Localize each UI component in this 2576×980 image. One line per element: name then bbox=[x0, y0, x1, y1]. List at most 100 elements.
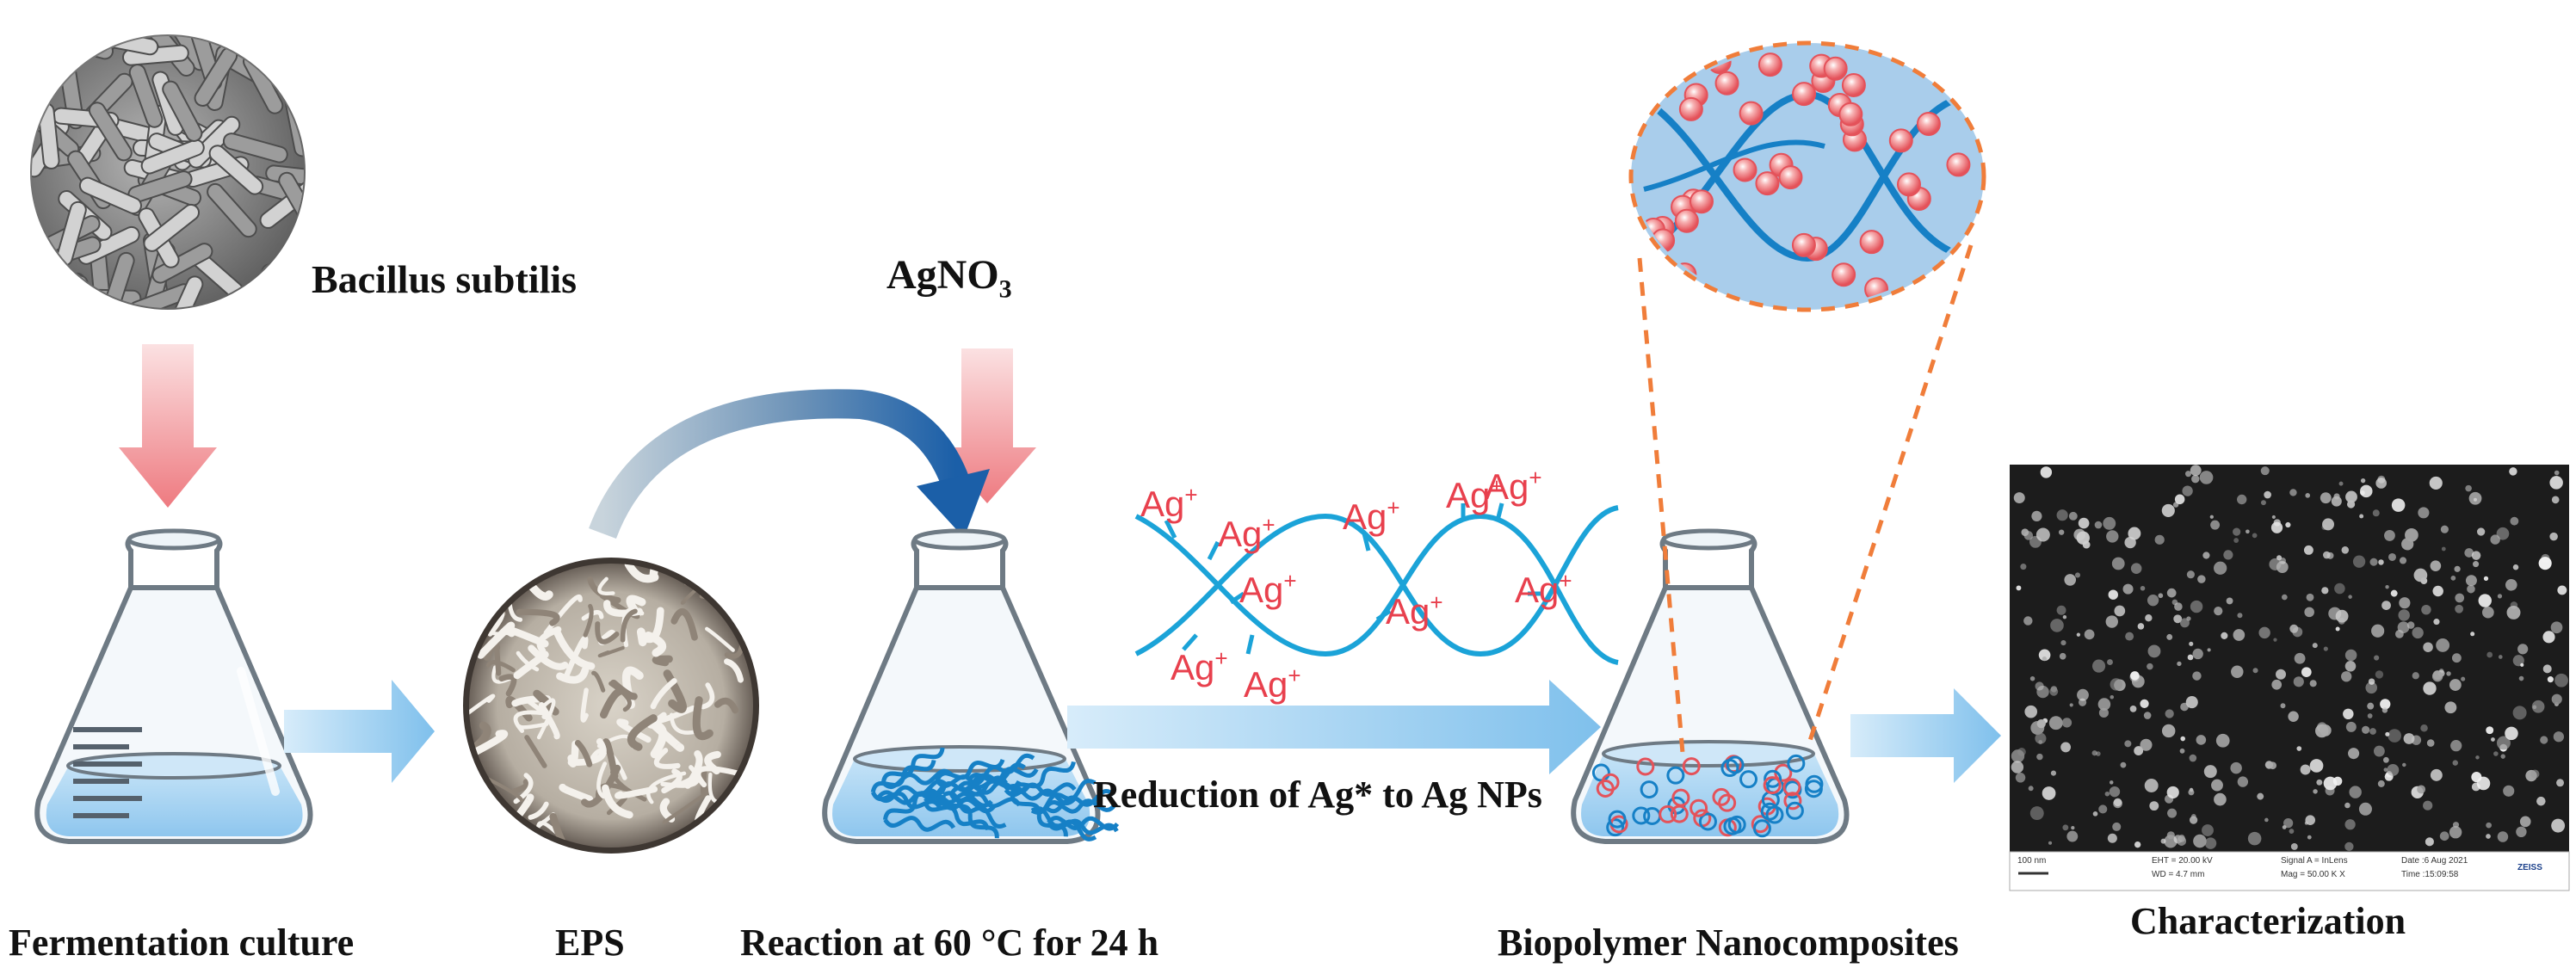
silver-nanoparticle bbox=[1791, 232, 1816, 257]
sem-particle bbox=[2420, 724, 2428, 732]
polymer-helix bbox=[1044, 798, 1117, 814]
eps-fiber bbox=[567, 737, 607, 767]
down-arrow-1 bbox=[119, 344, 217, 508]
eps-fiber bbox=[597, 645, 625, 658]
eps-fiber bbox=[469, 693, 496, 722]
eps-fiber bbox=[583, 603, 594, 638]
sem-particle bbox=[2050, 770, 2057, 776]
eps-fiber bbox=[512, 779, 530, 794]
sem-particle bbox=[2076, 531, 2090, 545]
sem-particle bbox=[2430, 560, 2442, 571]
flow-arrow-2 bbox=[1067, 680, 1601, 774]
sem-particle bbox=[2542, 664, 2552, 674]
sem-particle bbox=[2023, 531, 2034, 540]
eps-fiber bbox=[485, 777, 524, 802]
sem-particle bbox=[2365, 681, 2378, 694]
sem-particle bbox=[2373, 745, 2385, 757]
sem-particle bbox=[2498, 655, 2503, 659]
sem-particle bbox=[2397, 621, 2410, 634]
eps-fiber bbox=[726, 809, 753, 835]
silver-nanoparticle bbox=[1678, 96, 1703, 121]
agno3-main: AgNO bbox=[886, 252, 999, 298]
silver-nanoparticle bbox=[1674, 208, 1699, 233]
sem-particle bbox=[2273, 638, 2277, 642]
sem-particle bbox=[2137, 623, 2145, 630]
flask-nanoparticle bbox=[1682, 757, 1701, 776]
sem-particle bbox=[2106, 530, 2119, 543]
sem-particle bbox=[2114, 605, 2126, 617]
silver-nanoparticle bbox=[1956, 55, 1980, 80]
silver-nanoparticle bbox=[1838, 102, 1863, 126]
eps-fiber bbox=[514, 564, 530, 588]
eps-fiber bbox=[700, 767, 711, 797]
sem-particle bbox=[2214, 607, 2223, 616]
sem-particle bbox=[2172, 502, 2179, 508]
silver-nanoparticle bbox=[1935, 63, 1960, 88]
sem-particle bbox=[2271, 515, 2276, 520]
sem-particle bbox=[2491, 737, 2495, 742]
sem-particle bbox=[2029, 675, 2035, 681]
eps-fiber bbox=[670, 607, 698, 641]
sem-particle bbox=[2285, 521, 2291, 528]
sem-particle bbox=[2189, 641, 2194, 646]
sem-particle bbox=[2154, 534, 2165, 545]
sem-particle bbox=[2473, 561, 2480, 568]
eps-fiber bbox=[498, 674, 517, 697]
sem-particle bbox=[2556, 779, 2565, 787]
sem-particle bbox=[2108, 589, 2118, 600]
sem-particle bbox=[2097, 698, 2111, 711]
eps-fiber bbox=[493, 639, 502, 676]
sem-particle bbox=[2289, 624, 2299, 633]
sem-particle bbox=[2185, 696, 2198, 709]
sem-particle bbox=[2104, 791, 2110, 797]
sem-particle bbox=[2202, 824, 2214, 836]
sem-particle bbox=[2294, 652, 2306, 664]
sem-particle bbox=[2307, 835, 2312, 840]
sem-particle bbox=[2190, 600, 2203, 613]
sem-particle bbox=[2519, 816, 2531, 828]
flow-arrow-1 bbox=[284, 680, 435, 783]
sem-particle bbox=[2171, 599, 2178, 606]
ag-ion-label: Ag+ bbox=[1244, 663, 1301, 705]
sem-particle bbox=[2338, 618, 2345, 625]
sem-particle bbox=[2140, 585, 2146, 591]
sem-particle bbox=[2387, 763, 2400, 776]
sem-particle bbox=[2322, 551, 2331, 559]
flask-nanoparticle bbox=[1764, 769, 1782, 788]
eps-fiber bbox=[556, 666, 590, 684]
sem-particle bbox=[2203, 765, 2217, 779]
sem-particle bbox=[2483, 576, 2489, 582]
silver-nanoparticle bbox=[1832, 262, 1856, 287]
sem-particle bbox=[2177, 836, 2187, 846]
sem-particle bbox=[2066, 830, 2079, 842]
sem-particle bbox=[2338, 481, 2344, 486]
eps-fiber bbox=[469, 721, 491, 762]
sem-particle bbox=[2446, 671, 2451, 676]
sem-particle bbox=[2105, 615, 2118, 628]
sem-particle bbox=[2481, 606, 2494, 619]
sem-particle bbox=[2505, 578, 2517, 591]
eps-fiber bbox=[705, 626, 735, 652]
sem-particle bbox=[2486, 651, 2493, 658]
silver-nanoparticle bbox=[1841, 72, 1866, 97]
sem-particle bbox=[2516, 826, 2527, 838]
sem-particle bbox=[2332, 776, 2343, 786]
sem-particle bbox=[2418, 507, 2430, 519]
sem-particle bbox=[2493, 751, 2499, 756]
sem-particle bbox=[2233, 527, 2241, 536]
polymer-helix bbox=[1047, 818, 1119, 835]
polymer-helix bbox=[921, 788, 993, 808]
ag-ion-label: Ag+ bbox=[1239, 568, 1297, 610]
sem-wd: WD = 4.7 mm bbox=[2152, 870, 2205, 879]
flask-nanoparticle bbox=[1591, 763, 1610, 782]
sem-particle bbox=[2166, 831, 2175, 840]
ag-ion-label: Ag+ bbox=[1386, 589, 1443, 632]
sem-particle bbox=[2174, 494, 2185, 505]
sem-particle bbox=[2391, 498, 2406, 512]
sem-particle bbox=[2323, 646, 2328, 651]
bacillus-rod bbox=[208, 145, 264, 195]
silver-nanoparticle bbox=[1689, 189, 1714, 214]
eps-fiber bbox=[524, 735, 547, 768]
eps-fiber bbox=[574, 739, 593, 767]
sem-particle bbox=[2189, 787, 2194, 792]
